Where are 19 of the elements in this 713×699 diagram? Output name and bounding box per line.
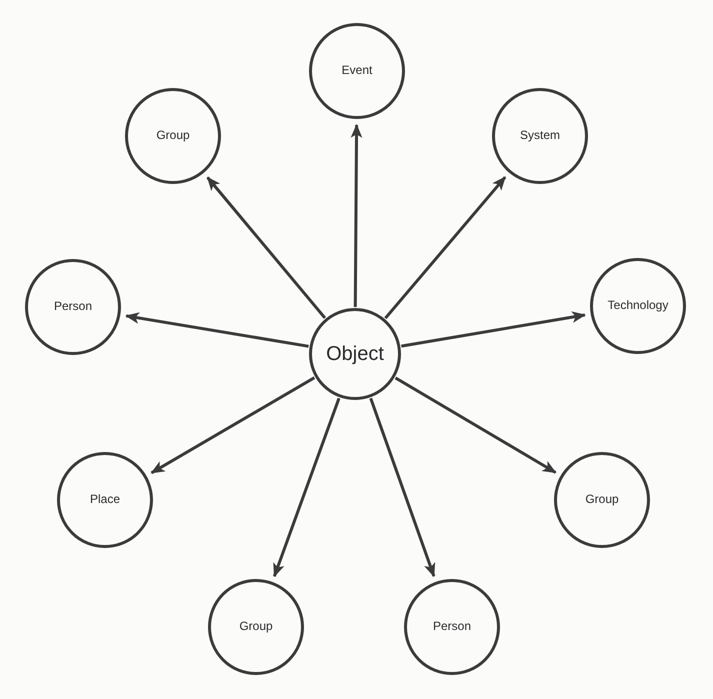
arrow (369, 398, 436, 578)
arrow (150, 376, 316, 474)
arrow (272, 398, 340, 578)
arrow (206, 176, 326, 319)
arrow (384, 176, 506, 320)
node-label: Technology (608, 299, 668, 313)
node-label: Person (432, 620, 472, 634)
node-label: Group (239, 620, 273, 634)
node-label: Event (342, 64, 372, 78)
node-label: Place (90, 493, 120, 507)
arrow (394, 376, 556, 474)
node-label: System (520, 129, 560, 143)
node-label: Group (156, 129, 190, 143)
node-label: Object (326, 342, 384, 366)
node-label: Person (54, 300, 92, 314)
arrow (401, 311, 586, 348)
arrow (350, 124, 362, 308)
arrow (125, 312, 309, 348)
node-label: Group (585, 493, 619, 507)
